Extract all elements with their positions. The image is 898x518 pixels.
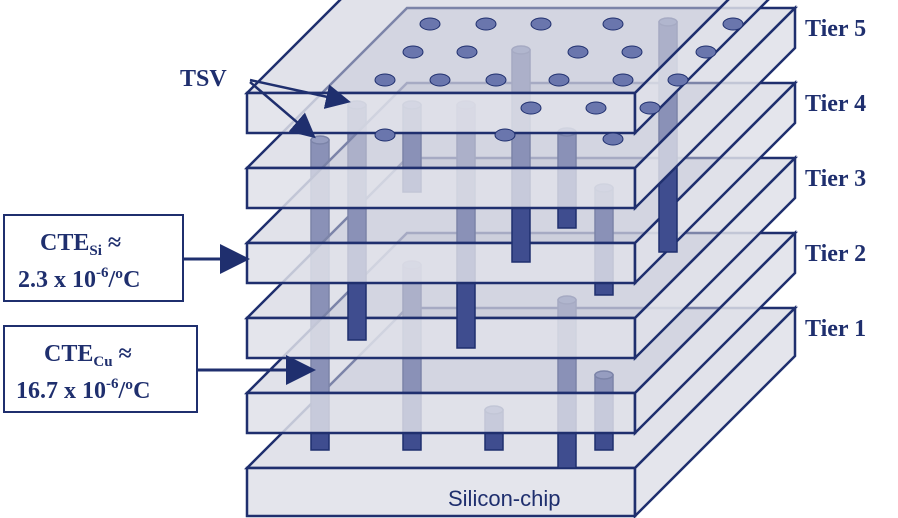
tsv-opening-dot-9	[621, 45, 643, 59]
tier-4-label: Tier 4	[805, 91, 866, 117]
tier-5-label: Tier 5	[805, 16, 866, 42]
tsv-pointer-arrow-2	[249, 81, 316, 139]
tier-1-label: Tier 1	[805, 316, 866, 342]
tier-2-slab-side-face	[633, 154, 797, 362]
tsv-opening-dot-18	[585, 101, 607, 115]
tsv-opening-dot-19	[639, 101, 661, 115]
tier-4-slab-front-face	[245, 166, 637, 210]
tsv-opening-dot-20	[374, 128, 396, 142]
tsv-opening-dot-5	[722, 17, 744, 31]
tier-5-slab-front-face	[245, 91, 637, 135]
tsv-opening-dot-8	[567, 45, 589, 59]
cte-si-callout: CTESi ≈ 2.3 x 10-6/ºC	[3, 214, 250, 302]
tsv-opening-dot-4	[602, 17, 624, 31]
silicon-chip-label: Silicon-chip	[448, 486, 561, 511]
tsv-opening-dot-22	[602, 132, 624, 146]
tsv-opening-dot-12	[429, 73, 451, 87]
tier-4-slab-side-face	[633, 4, 797, 212]
cte-cu-callout: CTECu ≈ 16.7 x 10-6/ºC	[3, 325, 316, 413]
cte-si-box	[3, 214, 184, 302]
tsv-opening-dot-21	[494, 128, 516, 142]
tsv-opening-dot-16	[667, 73, 689, 87]
tsv-opening-dot-7	[456, 45, 478, 59]
cte-si-line2: 2.3 x 10-6/ºC	[18, 265, 140, 293]
tsv-opening-dot-13	[485, 73, 507, 87]
tsv-opening-dot-2	[475, 17, 497, 31]
cte-cu-line2: 16.7 x 10-6/ºC	[16, 376, 150, 404]
tsv-pointer-arrow-1	[249, 78, 351, 109]
cte-cu-line1: CTECu ≈	[44, 341, 132, 370]
tsv-opening-dot-1	[419, 17, 441, 31]
tsv-opening-dot-14	[548, 73, 570, 87]
tsv-opening-dot-11	[374, 73, 396, 87]
tier-5-slab-side-face	[633, 0, 770, 137]
cte-si-line1: CTESi ≈	[40, 230, 121, 259]
tier-labels: Tier 5 Tier 4 Tier 3 Tier 2 Tier 1	[805, 16, 866, 342]
tier-3-slab-front-face	[245, 241, 637, 285]
tier-2-label: Tier 2	[805, 241, 866, 267]
tsv-opening-dot-6	[402, 45, 424, 59]
silicon-chip-base-side-face	[633, 304, 797, 518]
tier-1-slab-front-face	[245, 391, 637, 435]
chip-layers	[243, 0, 799, 518]
cte-cu-box	[3, 325, 198, 413]
tsv-opening-dot-10	[695, 45, 717, 59]
tier-2-slab-front-face	[245, 316, 637, 360]
tsv-opening-dot-15	[612, 73, 634, 87]
silicon-chip-base-front-face	[245, 466, 637, 518]
tsv-opening-dot-17	[520, 101, 542, 115]
tier-3-label: Tier 3	[805, 166, 866, 192]
tier-1-slab-side-face	[633, 229, 797, 437]
tsv-label: TSV	[180, 66, 227, 92]
tsv-opening-dot-3	[530, 17, 552, 31]
